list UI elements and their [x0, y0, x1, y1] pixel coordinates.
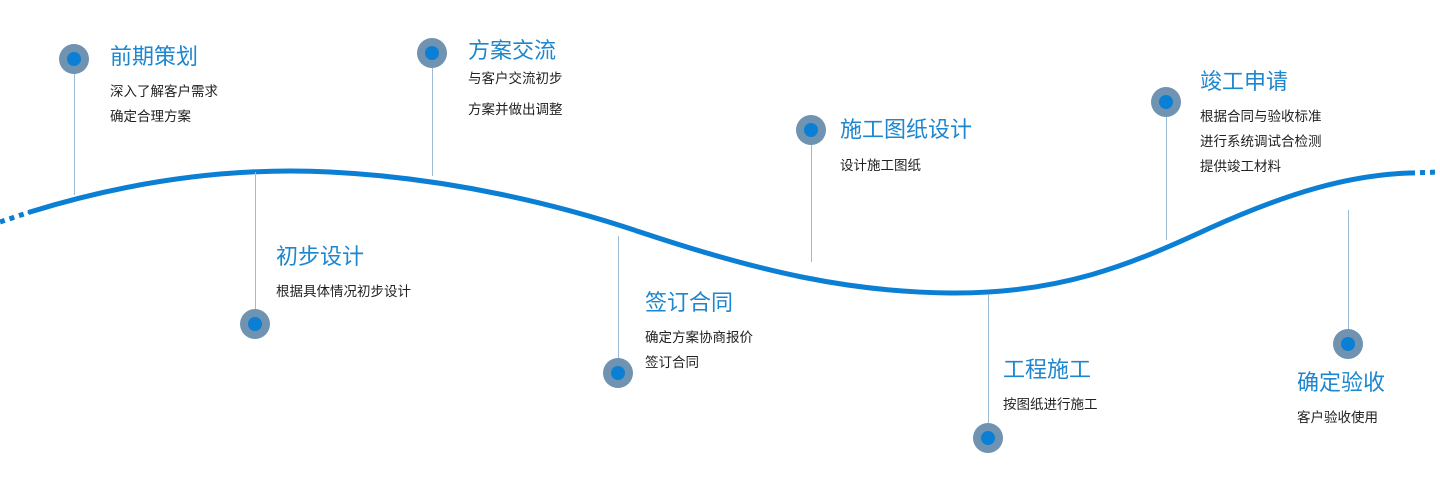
- stem-8: [1348, 210, 1349, 344]
- step-title-5: 施工图纸设计: [840, 118, 973, 143]
- step-desc-2: 根据具体情况初步设计: [276, 280, 411, 305]
- step-node-2: [240, 309, 270, 339]
- step-node-8: [1333, 329, 1363, 359]
- stem-6: [988, 294, 989, 438]
- step-desc-4: 确定方案协商报价 签订合同: [645, 326, 753, 376]
- step-desc-3: 与客户交流初步 方案并做出调整: [468, 67, 563, 123]
- step-desc-7: 根据合同与验收标准 进行系统调试合检测 提供竣工材料: [1200, 105, 1322, 180]
- wave-dashed-right: [1409, 169, 1440, 176]
- node-dot: [804, 123, 818, 137]
- step-desc-line: 与客户交流初步: [468, 71, 563, 87]
- step-title-2: 初步设计: [276, 245, 365, 270]
- step-desc-line: 进行系统调试合检测: [1200, 134, 1322, 150]
- stem-4: [618, 236, 619, 374]
- step-title-1: 前期策划: [110, 45, 199, 70]
- step-desc-5: 设计施工图纸: [840, 154, 921, 179]
- stem-5: [811, 130, 812, 262]
- step-node-1: [59, 44, 89, 74]
- step-desc-8: 客户验收使用: [1297, 406, 1378, 431]
- node-dot: [248, 317, 262, 331]
- node-dot: [981, 431, 995, 445]
- step-node-7: [1151, 87, 1181, 117]
- step-node-6: [973, 423, 1003, 453]
- step-title-6: 工程施工: [1003, 358, 1092, 383]
- node-dot: [611, 366, 625, 380]
- stem-7: [1166, 102, 1167, 240]
- step-desc-line: 确定方案协商报价: [645, 330, 753, 346]
- node-dot: [1159, 95, 1173, 109]
- step-desc-6: 按图纸进行施工: [1003, 393, 1098, 418]
- step-desc-line: 根据合同与验收标准: [1200, 109, 1322, 125]
- step-desc-line: 设计施工图纸: [840, 158, 921, 174]
- stem-1: [74, 60, 75, 195]
- step-desc-line: 根据具体情况初步设计: [276, 284, 411, 300]
- step-node-3: [417, 38, 447, 68]
- step-desc-line: 按图纸进行施工: [1003, 397, 1098, 413]
- step-title-8: 确定验收: [1297, 371, 1386, 396]
- step-title-3: 方案交流: [468, 39, 557, 64]
- wave-dashed-left: [0, 209, 31, 225]
- step-desc-line: 提供竣工材料: [1200, 159, 1281, 175]
- step-desc-1: 深入了解客户需求 确定合理方案: [110, 80, 218, 130]
- step-desc-line: 深入了解客户需求: [110, 84, 218, 100]
- step-title-7: 竣工申请: [1200, 70, 1289, 95]
- step-node-5: [796, 115, 826, 145]
- node-dot: [425, 46, 439, 60]
- step-desc-line: 确定合理方案: [110, 109, 191, 125]
- wave-curve: [27, 168, 1413, 296]
- step-desc-line: 签订合同: [645, 355, 699, 371]
- step-desc-line: 客户验收使用: [1297, 410, 1378, 426]
- node-dot: [67, 52, 81, 66]
- node-dot: [1341, 337, 1355, 351]
- step-title-4: 签订合同: [645, 291, 734, 316]
- stem-3: [432, 54, 433, 176]
- stem-2: [255, 172, 256, 324]
- step-node-4: [603, 358, 633, 388]
- step-desc-line: 方案并做出调整: [468, 102, 563, 118]
